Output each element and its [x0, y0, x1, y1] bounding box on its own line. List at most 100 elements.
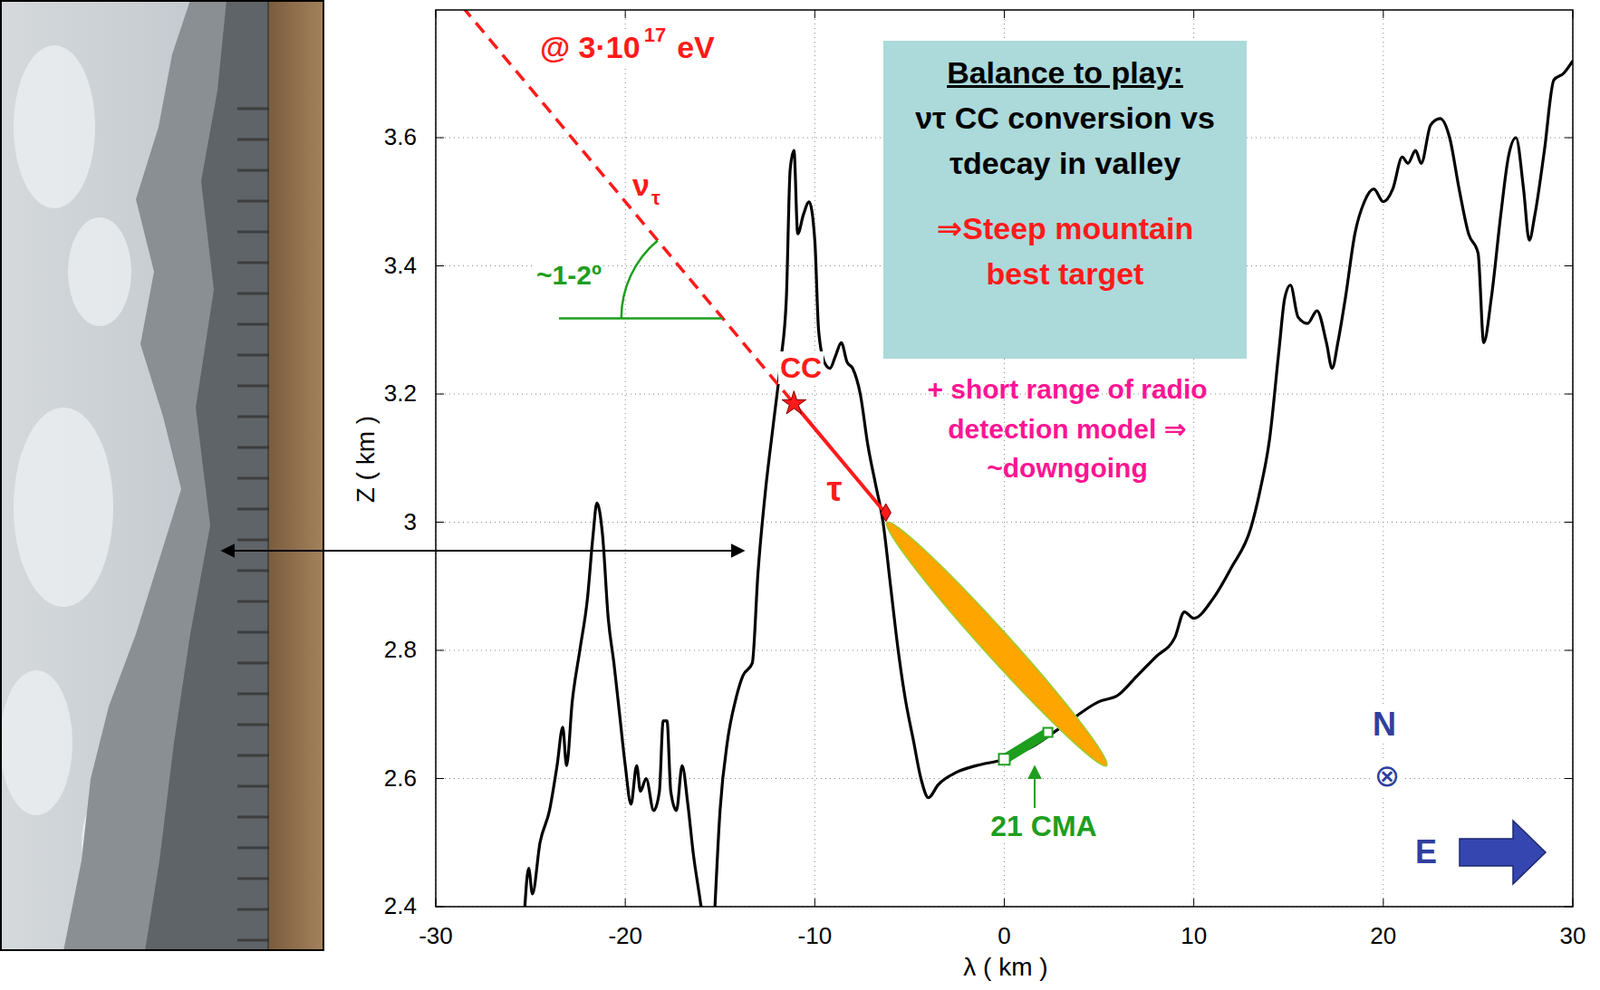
y-tick-label: 3.2: [382, 380, 419, 408]
grid-line: [435, 778, 1573, 780]
fence-post: [237, 939, 270, 943]
x-tick-label: 20: [1368, 923, 1398, 951]
x-tick-label: 30: [1558, 923, 1589, 951]
east-arrow: [1459, 820, 1546, 885]
neutrino-track: [435, 9, 794, 405]
tick-mark: [814, 9, 816, 19]
y-tick-label: 2.4: [382, 893, 419, 921]
axis-title: λ ( km ): [961, 953, 1050, 983]
box-heading: Balance to play:: [908, 49, 1222, 96]
box-text: ντ CC conversion vs τdecay in valley: [908, 95, 1222, 186]
tick-mark: [1564, 650, 1573, 652]
photo-cloud: [67, 217, 132, 327]
x-tick-label: 0: [995, 923, 1013, 951]
correspondence-arrow: [221, 549, 744, 552]
tick-mark: [1564, 521, 1573, 523]
photo-ridge: [144, 0, 272, 952]
tau-exit-marker: [880, 503, 891, 522]
photo-cloud: [13, 407, 114, 608]
particle-label: ν: [630, 167, 652, 203]
fence-post: [237, 908, 270, 912]
x-tick-label: 10: [1178, 923, 1209, 951]
power-label: @ 3·10: [538, 29, 643, 66]
tick-mark: [1003, 9, 1005, 19]
subscript: τ: [649, 186, 663, 210]
fence-post: [237, 785, 270, 789]
angle-arc: [621, 240, 658, 319]
fence-post: [237, 508, 270, 511]
photo-ground: [268, 0, 325, 952]
tick-mark: [1564, 778, 1573, 780]
box-text: ⇒Steep mountain best target: [908, 205, 1222, 297]
unit: eV: [674, 29, 717, 66]
tick-mark: [625, 898, 627, 907]
array-end: [1043, 728, 1053, 738]
fence-post: [237, 816, 270, 820]
note-text: + short range of radio detection model ⇒…: [866, 369, 1269, 489]
y-tick-label: 3: [402, 509, 419, 537]
fence-post: [237, 261, 270, 265]
fence-post: [237, 631, 270, 635]
fence-post: [237, 477, 270, 481]
fence-post: [237, 539, 270, 542]
photo-fence: [267, 0, 270, 952]
tau-track: [793, 404, 886, 514]
tick-mark: [1003, 898, 1005, 907]
landscape-photo: [0, 0, 325, 952]
tick-mark: [435, 650, 444, 652]
tick-mark: [435, 394, 444, 396]
particle-label: τ: [825, 470, 845, 511]
photo-cloud: [13, 45, 96, 209]
grid-line: [435, 521, 1573, 523]
x-tick-label: -20: [606, 923, 645, 951]
y-tick-label: 3.4: [382, 252, 419, 280]
tick-mark: [1564, 137, 1573, 139]
fence-post: [237, 169, 270, 173]
note-box: Balance to play:ντ CC conversion vs τdec…: [883, 40, 1247, 359]
plot-frame: [435, 9, 1573, 907]
tick-mark: [625, 9, 627, 19]
x-tick-label: -10: [796, 923, 835, 951]
tick-mark: [435, 137, 444, 139]
fence-post: [237, 200, 270, 203]
tick-mark: [1193, 898, 1195, 907]
leader-arrow: [1033, 766, 1036, 809]
exponent: 17: [642, 23, 668, 47]
fence-post: [237, 754, 270, 758]
antenna-array: [1004, 732, 1049, 761]
fence-post: [237, 847, 270, 850]
fence-post: [237, 693, 270, 696]
fence-post: [237, 446, 270, 450]
compass-symbol: ⊗: [1372, 758, 1403, 794]
grid-line: [814, 9, 816, 907]
tick-mark: [435, 778, 444, 780]
photo-cloud: [0, 670, 73, 816]
fence-post: [237, 231, 270, 234]
compass-north: N: [1370, 705, 1398, 743]
fence-post: [237, 877, 270, 881]
fence-post: [237, 723, 270, 727]
tick-mark: [435, 265, 444, 267]
angle-label: ~1-2º: [534, 260, 604, 292]
tick-mark: [1382, 898, 1384, 907]
axis-title: Z ( km ): [351, 414, 381, 505]
photo-sky: [0, 0, 325, 952]
fence-post: [237, 662, 270, 666]
air-shower: [877, 512, 1118, 775]
tick-mark: [435, 521, 444, 523]
x-tick-label: -30: [416, 923, 455, 951]
horizon-line: [559, 317, 723, 320]
y-tick-label: 2.6: [382, 765, 419, 793]
fence-post: [237, 569, 270, 573]
fence-post: [237, 600, 270, 604]
cc-star: [781, 391, 807, 415]
fence-post: [237, 354, 270, 357]
array-end: [999, 753, 1011, 765]
fence-post: [237, 323, 270, 327]
y-tick-label: 2.8: [382, 636, 419, 665]
photo-frame: [0, 0, 324, 951]
compass-east: E: [1413, 833, 1439, 871]
fence-post: [237, 107, 270, 111]
